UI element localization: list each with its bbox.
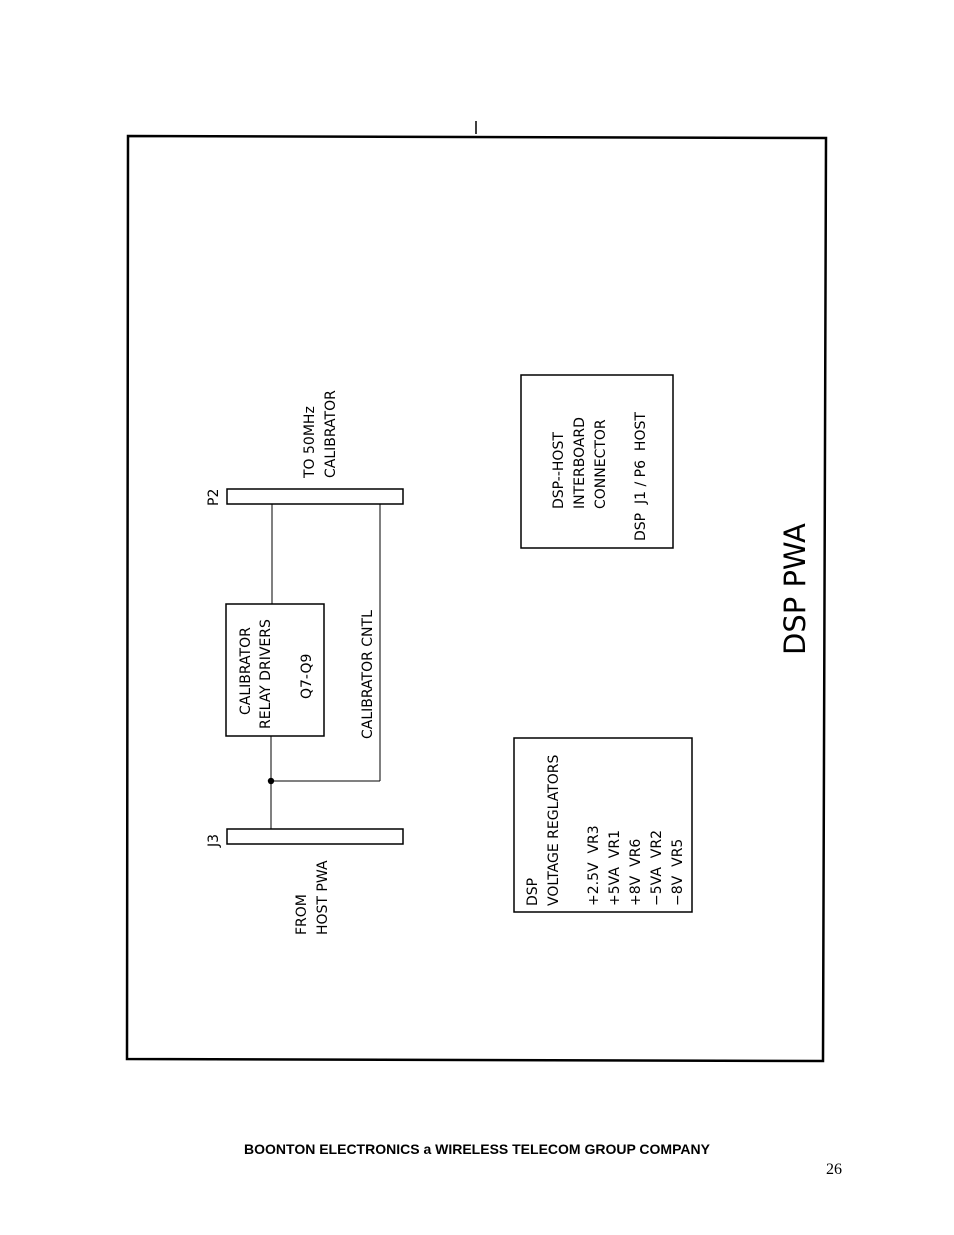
footer-company: BOONTON ELECTRONICS a WIRELESS TELECOM G… — [244, 1141, 710, 1157]
connector-j3-label: J3 — [206, 834, 222, 848]
from-host-label: FROM — [294, 894, 310, 935]
voltage-regulators-block — [513, 737, 693, 913]
relay-drivers-line-3: Q7-Q9 — [299, 654, 315, 699]
relay-drivers-line-1: CALIBRATOR — [238, 627, 254, 715]
voltage-reg-line-4: +5VA VR1 — [607, 830, 623, 906]
board-outline — [125, 134, 828, 1063]
dsp-host-line-3: CONNECTOR — [593, 419, 609, 509]
from-host-label-2: HOST PWA — [315, 860, 331, 935]
dsp-host-connector-block — [520, 374, 674, 549]
voltage-reg-line-5: +8V VR6 — [628, 839, 644, 906]
dsp-host-line-4: DSP J1 / P6 HOST — [633, 412, 649, 541]
calibrator-cntl-label: CALIBRATOR CNTL — [360, 610, 376, 739]
voltage-reg-line-6: −5VA VR2 — [649, 830, 665, 906]
voltage-reg-line-3: +2.5V VR3 — [586, 825, 602, 906]
voltage-reg-line-2: VOLTAGE REGLATORS — [546, 755, 562, 906]
relay-drivers-line-2: RELAY DRIVERS — [258, 619, 274, 729]
connector-p2 — [226, 488, 404, 505]
calibrator-relay-drivers-block — [225, 603, 325, 737]
junction-dot — [267, 777, 275, 785]
dsp-host-line-2: INTERBOARD — [572, 417, 588, 509]
to-calibrator-label-2: CALIBRATOR — [323, 390, 339, 478]
page-number: 26 — [826, 1161, 842, 1178]
voltage-reg-line-7: −8V VR5 — [670, 839, 686, 906]
dsp-host-line-1: DSP--HOST — [551, 432, 567, 509]
connector-p2-label: P2 — [206, 489, 222, 506]
board-title: DSP PWA — [778, 523, 812, 655]
connector-j3 — [226, 828, 404, 845]
voltage-reg-line-1: DSP — [525, 878, 541, 906]
to-calibrator-label: TO 50MHz — [302, 406, 318, 479]
